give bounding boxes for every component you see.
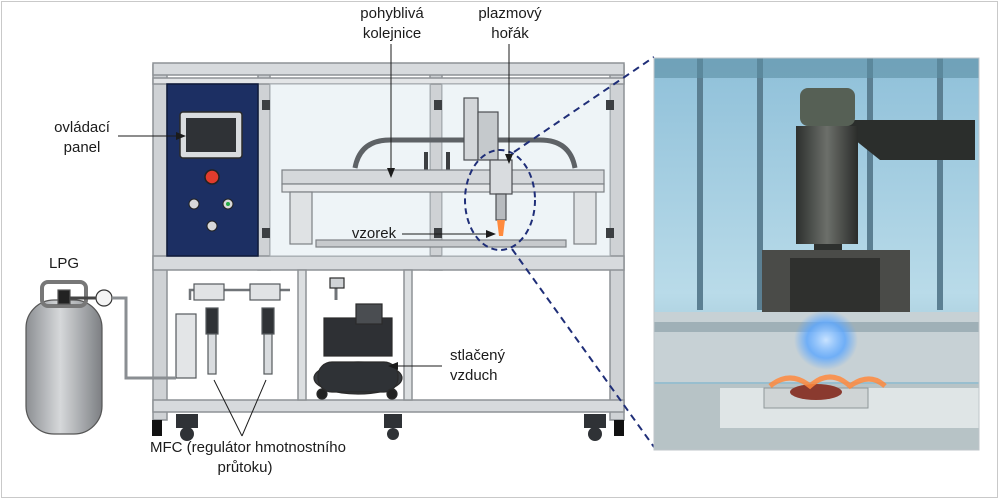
label-sample: vzorek (351, 225, 397, 242)
gantry-leg-left (289, 191, 313, 245)
mfc-1-tube (207, 333, 217, 375)
label-mfc-line2: průtoku) (217, 459, 273, 476)
emergency-stop-button (204, 169, 220, 185)
mfc-2-tube (263, 333, 273, 375)
photo-carriage-plate (790, 258, 880, 320)
frame-divider-2 (403, 269, 413, 401)
photo-torch-arm (830, 120, 975, 160)
photo-torch-head (800, 88, 855, 126)
leader-mfc-2 (241, 379, 267, 437)
label-moving-rail-line2: kolejnice (362, 25, 422, 42)
torch-carriage (477, 111, 499, 161)
mfc-2 (261, 307, 275, 335)
lpg-cylinder (25, 280, 176, 435)
sample-plate (315, 239, 567, 248)
torch-body (489, 159, 513, 195)
compressor-head (355, 303, 383, 325)
control-screen (186, 118, 236, 152)
label-plasma-torch-line1: plazmový (478, 5, 542, 22)
selector-switch-3 (206, 220, 218, 232)
zoom-line-top (513, 56, 655, 153)
compressor-wheel-left (316, 388, 328, 400)
zoom-line-bottom (511, 248, 655, 448)
mfc-assembly (175, 283, 290, 379)
torch-mount-rod (463, 97, 479, 161)
leader-arrowheads (176, 132, 513, 370)
frame-beam-middle (152, 255, 625, 271)
label-plasma-torch-line2: hořák (491, 25, 529, 42)
green-indicator (226, 202, 230, 206)
gantry-leg-right (573, 191, 597, 245)
label-control-panel-line2: panel (63, 139, 101, 156)
compressor-tank-body (317, 361, 399, 393)
lpg-tank-body (25, 299, 103, 435)
air-compressor (313, 277, 403, 400)
gantry-beam (281, 169, 605, 185)
door-hinges (262, 100, 614, 238)
leader-lines (118, 44, 510, 437)
door-handle-left (424, 152, 428, 186)
zoom-ellipse (464, 149, 536, 251)
label-compressed-air-line2: vzduch (450, 367, 498, 384)
lpg-regulator-box (175, 313, 197, 379)
pressure-gauge-icon (95, 289, 113, 307)
label-lpg: LPG (48, 255, 79, 272)
lpg-valve (57, 289, 71, 305)
frame-beam-bottom (152, 399, 625, 413)
frame-post-left (152, 64, 168, 421)
photo-torch-body (796, 126, 858, 244)
label-mfc: MFC (regulátor hmotnostního průtoku) (150, 438, 346, 478)
mfc-1 (205, 307, 219, 335)
photo-sample (790, 384, 842, 400)
gantry-beam-lower (281, 183, 605, 193)
photo-orange-flame (768, 374, 887, 390)
selector-switch-1 (188, 198, 200, 210)
label-plasma-torch: plazmový hořák (468, 4, 552, 44)
frame-beam-top-inner (152, 77, 625, 85)
label-mfc-line1: MFC (regulátor hmotnostního (150, 439, 346, 456)
label-control-panel-line1: ovládací (54, 119, 110, 136)
frame-post-mid (429, 64, 443, 271)
lpg-tank-collar (40, 280, 88, 308)
label-compressed-air: stlačený vzduch (450, 346, 530, 386)
lpg-hose (112, 296, 176, 380)
frame-divider-1 (297, 269, 307, 401)
torch-flame (497, 220, 505, 236)
compressor-wheel-right (386, 388, 398, 400)
leader-mfc-1 (213, 379, 243, 437)
casters (152, 414, 624, 441)
door-handle-right (446, 152, 450, 186)
plasma-torch (463, 97, 513, 236)
torch-nozzle (495, 193, 507, 221)
mfc-valve-1 (193, 283, 225, 301)
control-panel (166, 83, 259, 257)
air-filter (329, 277, 345, 289)
frame-beam-top (152, 62, 625, 76)
label-compressed-air-line1: stlačený (450, 347, 506, 364)
mfc-valve-2 (249, 283, 281, 301)
torch-photo (653, 57, 980, 451)
frame-post-mid-left (257, 64, 271, 271)
photo-blue-flame (794, 310, 858, 370)
label-control-panel: ovládací panel (46, 118, 118, 158)
frame-post-right (609, 64, 625, 421)
label-moving-rail-line1: pohyblivá (360, 5, 424, 22)
label-moving-rail: pohyblivá kolejnice (352, 4, 432, 44)
